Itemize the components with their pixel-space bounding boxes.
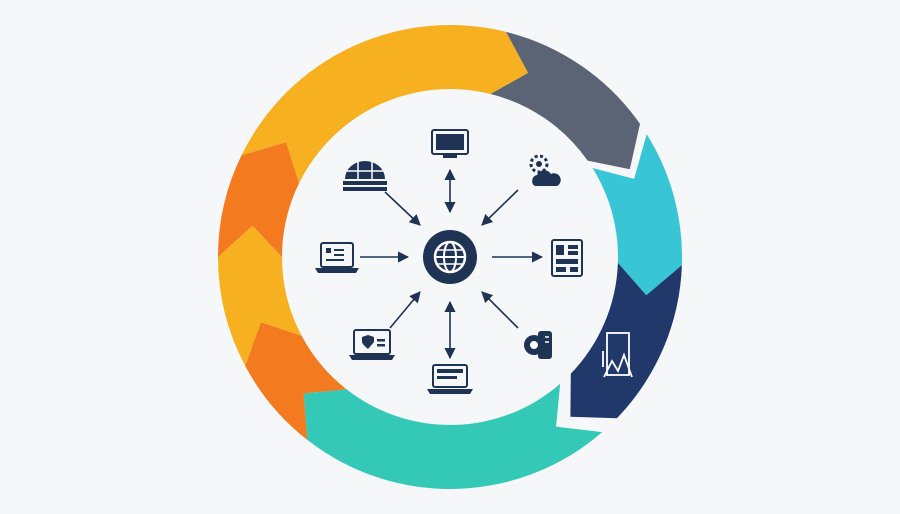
webcam-gear-icon	[524, 331, 552, 359]
ring-segment-4	[570, 262, 682, 419]
link-server-dome	[384, 191, 421, 226]
link-laptop-shield	[389, 291, 421, 329]
link-cloud-gear	[481, 189, 519, 226]
link-webcam-gear	[481, 291, 519, 329]
ring-segment-7	[218, 225, 302, 366]
monitor-icon	[431, 129, 469, 158]
mountain-chart-icon	[602, 332, 633, 378]
cloud-gear-icon	[529, 154, 561, 186]
dashboard-tablet-icon	[551, 239, 583, 277]
server-dome-icon	[343, 161, 387, 191]
ring-segment-8	[218, 142, 299, 257]
ring-segment-5	[303, 383, 603, 489]
ring-segment-6	[245, 322, 347, 440]
ring-segment-1	[241, 25, 529, 184]
ring-segment-2	[490, 31, 640, 170]
laptop-shield-icon	[349, 329, 395, 360]
hub-links	[360, 168, 544, 360]
device-nodes	[315, 129, 583, 394]
laptop-document-icon	[315, 242, 359, 273]
laptop-icon	[427, 364, 473, 394]
ring-segment-3	[592, 134, 683, 296]
globe-icon	[423, 230, 477, 284]
hub-node	[423, 230, 477, 284]
ring-badge	[602, 332, 633, 378]
